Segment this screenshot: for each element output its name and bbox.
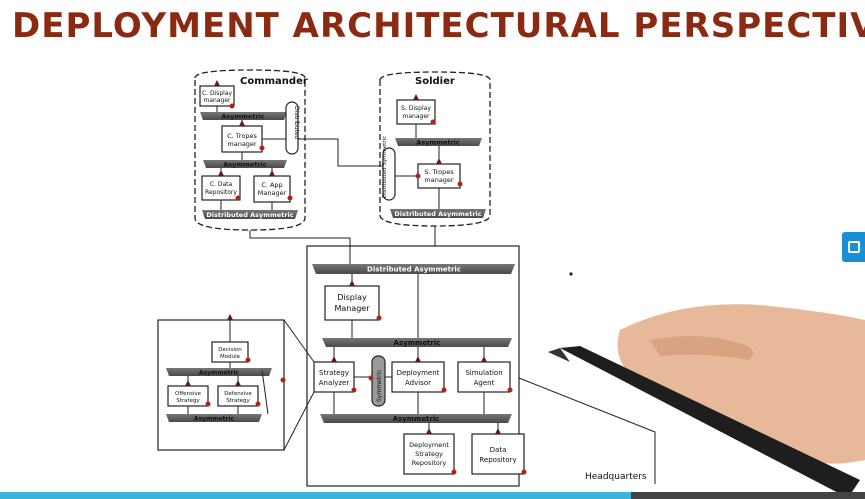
detail-asymmetric-bar-bottom: [166, 414, 262, 422]
deployment-strategy-repository-box: [403, 433, 455, 475]
c-data-repository-label-1: C. Data: [210, 181, 233, 188]
offensive-strategy-label-1: Offensive: [175, 391, 202, 397]
window-icon: [848, 241, 860, 253]
soldier-asymmetric-bar: [395, 138, 482, 146]
simulation-agent-label-1: Simulation: [465, 369, 502, 377]
hq-asymmetric-bar-top: [322, 338, 512, 347]
display-manager-label-1: Display: [337, 293, 367, 302]
hq-asymmetric-label-top: Asymmetric: [394, 339, 441, 347]
defensive-strategy-label-1: Defensive: [224, 391, 252, 397]
soldier-distributed-asymmetric-label: Distributed Asymmetric: [394, 210, 481, 218]
hq-symmetric-pill: [371, 355, 386, 407]
s-tropes-manager-label-1: S. Tropes: [424, 168, 454, 176]
simulation-agent-label-2: Agent: [474, 379, 495, 387]
soldier-distributed-symmetric-pill: [382, 147, 396, 201]
data-repository-label-1: Data: [490, 446, 507, 454]
video-progress-fill: [0, 492, 632, 499]
deployment-strategy-repository-label-2: Strategy: [415, 450, 443, 458]
presenter-hand: [548, 304, 865, 498]
commander-connectors: [216, 106, 286, 210]
display-manager-label-2: Manager: [334, 304, 370, 313]
soldier-distributed-symmetric-label: Distributed Symmetric: [382, 136, 388, 198]
detail-asymmetric-label-top: Asymmetric: [199, 370, 240, 377]
deployment-advisor-label-2: Advisor: [405, 379, 431, 387]
defensive-strategy-label-2: Strategy: [226, 398, 250, 404]
data-repository-label-2: Repository: [479, 456, 516, 464]
soldier-node: [379, 71, 491, 227]
commander-distributed-label: Distributed: [293, 106, 300, 140]
page-title: DEPLOYMENT ARCHITECTURAL PERSPECTIVE: [12, 6, 865, 46]
commander-node: [194, 69, 306, 231]
hq-symmetric-label: Symmetric: [376, 369, 383, 402]
soldier-asymmetric-label: Asymmetric: [416, 139, 460, 147]
commander-distributed-asymmetric-bar: [202, 210, 298, 219]
strategy-analyzer-label-1: Strategy: [319, 369, 349, 377]
s-display-manager-box: [396, 99, 436, 125]
hq-asymmetric-label-bottom: Asymmetric: [393, 415, 440, 423]
display-manager-box: [324, 285, 380, 321]
headquarters-label: Headquarters: [585, 472, 647, 482]
c-app-manager-label-2: Manager: [258, 189, 287, 197]
zoom-lines: [283, 319, 315, 451]
hq-asymmetric-bar-bottom: [320, 414, 512, 423]
commander-label: Commander: [240, 76, 308, 87]
commander-distributed-asymmetric-label: Distributed Asymmetric: [206, 211, 293, 219]
c-display-manager-label-2: manager: [204, 97, 232, 104]
soldier-distributed-asymmetric-bar: [390, 209, 486, 218]
c-tropes-manager-label-2: manager: [227, 140, 257, 148]
s-display-manager-label-2: manager: [403, 113, 431, 120]
soldier-label: Soldier: [415, 76, 455, 87]
data-repository-box: [471, 433, 525, 475]
detail-connectors: [187, 320, 269, 415]
hq-distributed-asymmetric-label: Distributed Asymmetric: [367, 266, 461, 274]
s-tropes-manager-label-2: manager: [424, 176, 454, 184]
detail-asymmetric-bar-top: [166, 368, 272, 376]
c-display-manager-label-1: C. Display: [202, 90, 233, 97]
strategy-analyzer-label-2: Analyzer: [319, 379, 350, 387]
detail-asymmetric-label-bottom: Asymmetric: [194, 416, 235, 423]
decision-module-label-2: Module: [220, 354, 241, 360]
deployment-advisor-box: [391, 361, 445, 393]
deployment-advisor-label-1: Deployment: [397, 369, 440, 377]
arrow-marks: [185, 80, 501, 434]
c-tropes-manager-label-1: C. Tropes: [227, 132, 257, 140]
c-app-manager-label-1: C. App: [261, 181, 282, 189]
deployment-strategy-repository-label-1: Deployment: [409, 441, 449, 449]
port-markers: [205, 103, 573, 475]
commander-asymmetric-label-2: Asymmetric: [223, 161, 267, 169]
commander-distributed-symmetric-pill: [285, 101, 299, 155]
hq-distributed-asymmetric-bar: [312, 264, 515, 274]
strategy-analyzer-box: [313, 361, 355, 393]
simulation-agent-box: [457, 361, 511, 393]
commander-asymmetric-label-1: Asymmetric: [221, 113, 265, 121]
soldier-connectors: [249, 124, 440, 246]
commander-asymmetric-bar-2: [203, 160, 287, 168]
s-tropes-manager-box: [417, 163, 461, 189]
c-data-repository-box: [201, 175, 241, 201]
video-progress-bar[interactable]: [0, 492, 865, 499]
decision-module-label-1: Decision: [218, 347, 242, 353]
offensive-strategy-label-2: Strategy: [176, 398, 200, 404]
s-display-manager-label-1: S. Display: [401, 105, 431, 112]
deployment-strategy-repository-label-3: Repository: [412, 459, 447, 467]
headquarters-container: [306, 245, 520, 487]
side-panel-button[interactable]: [842, 232, 865, 262]
c-data-repository-label-2: Repository: [205, 189, 237, 196]
commander-asymmetric-bar-1: [200, 112, 287, 120]
strategy-analyzer-detail: [157, 319, 285, 451]
